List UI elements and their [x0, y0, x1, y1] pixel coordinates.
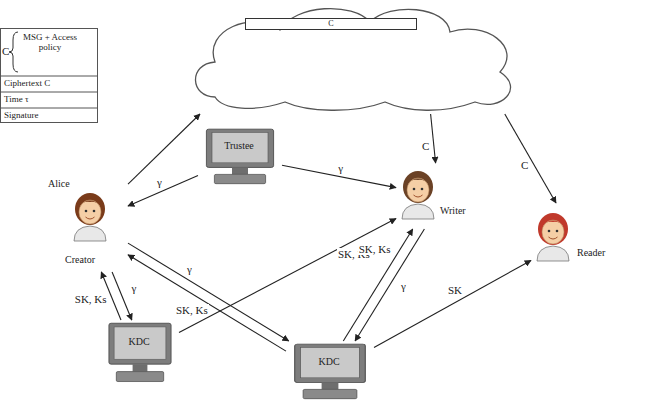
node-text: KDC: [103, 336, 175, 348]
node-text: Reader: [577, 247, 605, 259]
edge-label: γ: [131, 282, 138, 294]
pc-drawing: [200, 128, 280, 186]
edge-label: SK: [447, 284, 463, 296]
edge-label: SK, Ks: [358, 243, 392, 255]
node-text: MSG + Access policy: [20, 32, 80, 53]
node-text: KDC: [288, 356, 370, 368]
edge-label: γ: [337, 162, 344, 174]
edge-label: γ: [186, 263, 193, 275]
node-text: Creator: [65, 254, 95, 266]
edge-label: SK, Ks: [175, 304, 209, 316]
node-text: Ciphertext C: [4, 78, 50, 88]
writer-person: Writer: [398, 165, 480, 227]
trustee-computer: Trustee: [200, 128, 280, 186]
arrow-connector: [355, 229, 424, 341]
arrow-connector: [128, 114, 200, 184]
node-text: Alice: [48, 178, 70, 190]
kdc-computer: KDC: [288, 343, 372, 401]
arrow-connector: [505, 114, 556, 203]
node-text: Trustee: [200, 140, 278, 152]
arrow-connector: [343, 229, 412, 341]
edge-label: C: [520, 159, 529, 171]
edge-label: γ: [400, 280, 407, 292]
edge-label: γ: [156, 176, 163, 188]
edge-label: C: [421, 140, 430, 152]
reader-person: Reader: [533, 205, 617, 267]
node-text: Writer: [440, 205, 466, 217]
pc-drawing: [103, 322, 177, 384]
cloud-storage: C: [185, 2, 525, 112]
node-text: Signature: [4, 110, 39, 120]
arrow-connector: [431, 114, 436, 163]
edge-label: SK, Ks: [74, 293, 108, 305]
node-text: Time τ: [4, 94, 29, 104]
ciphertext-table: C MSG + Access policyCiphertext C Time τ Si…: [0, 28, 98, 123]
table-drawing: [0, 28, 98, 123]
arrow-connector: [128, 175, 198, 206]
node-text: C: [2, 45, 9, 58]
arrow-connector: [179, 219, 396, 333]
writer-drawing: [398, 165, 480, 227]
node-text: C: [245, 18, 417, 30]
creator-person: AliceCreator: [48, 178, 126, 270]
arrow-connector: [112, 272, 132, 320]
kdc-computer: KDC: [103, 322, 177, 384]
pc-drawing: [288, 343, 372, 401]
arrow-connector: [374, 260, 531, 347]
